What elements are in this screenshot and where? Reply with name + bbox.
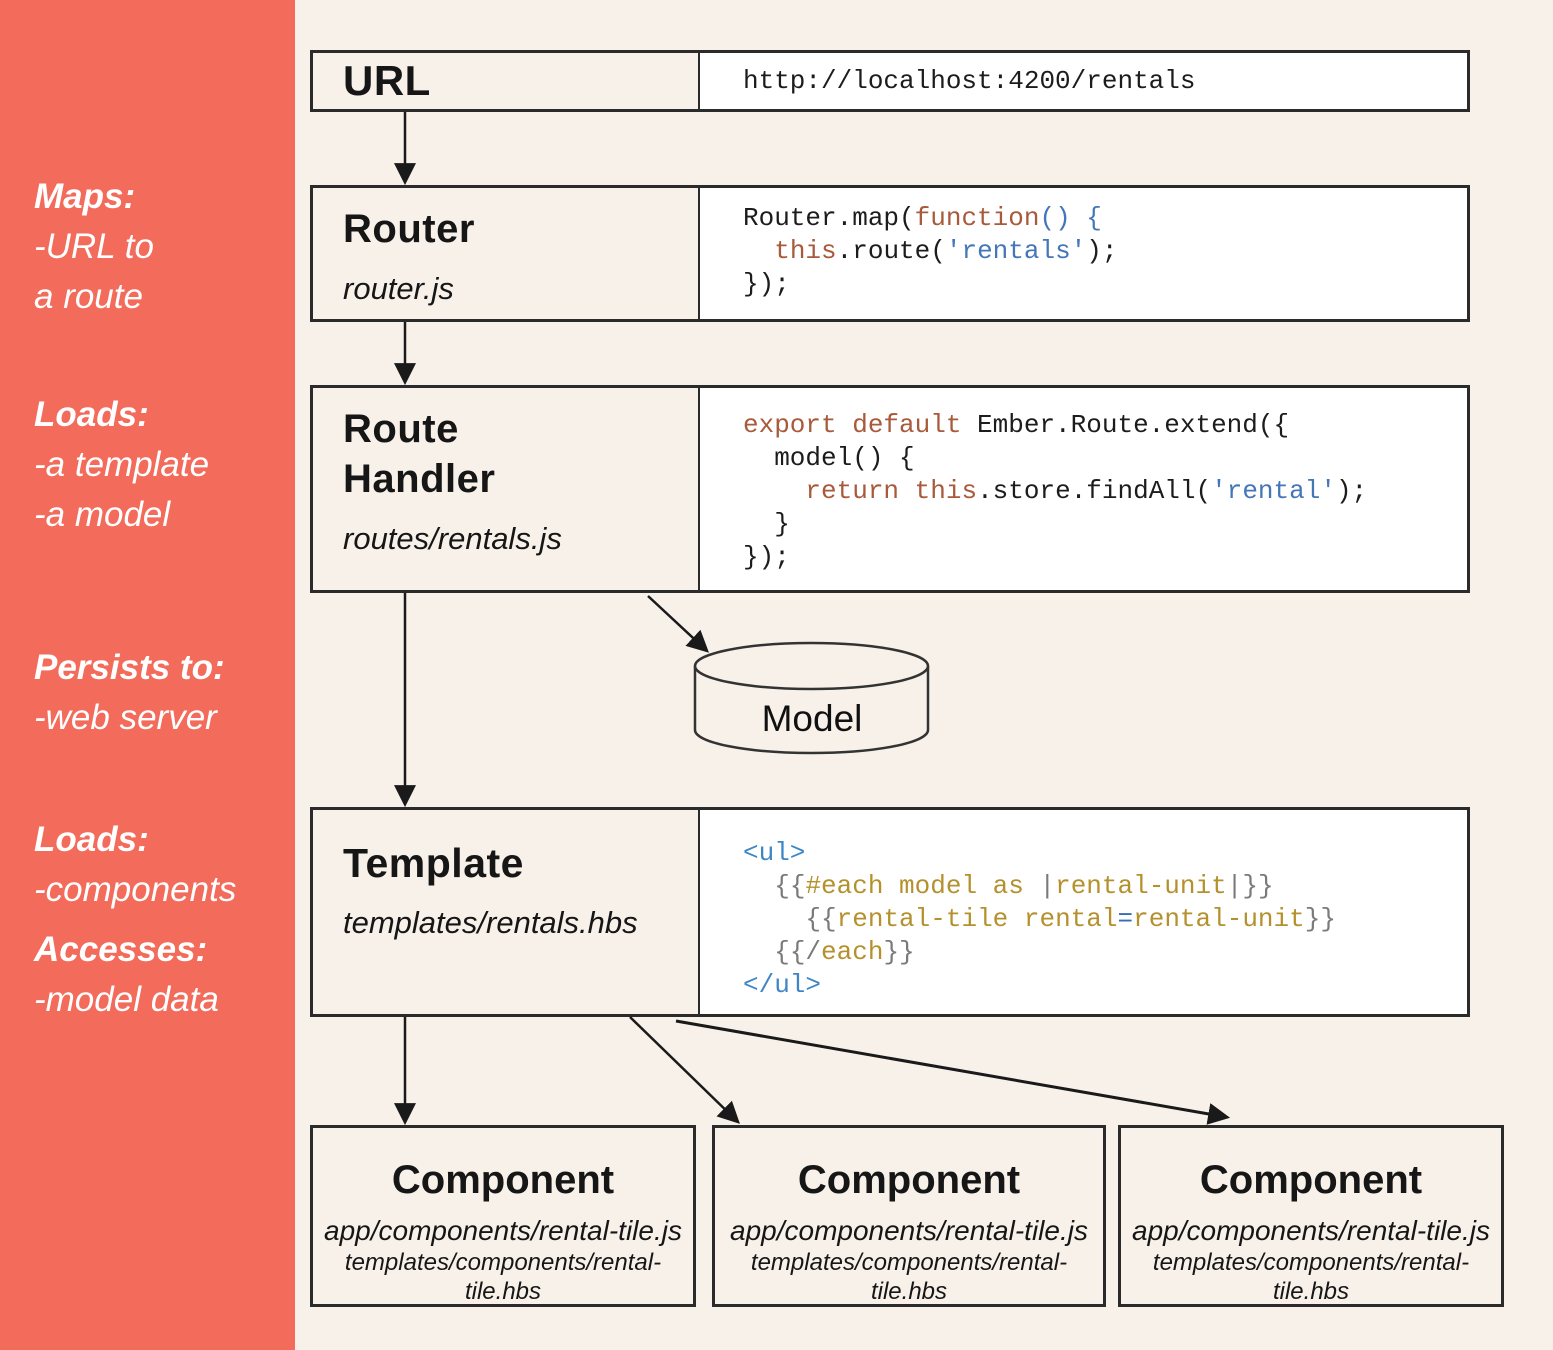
note-line: a route: [34, 277, 143, 316]
note-line: -components: [34, 870, 237, 909]
component-hbs-path: templates/components/rental-tile.hbs: [344, 1249, 662, 1305]
note-title: Loads:: [34, 820, 149, 859]
router-code: Router.map(function() { this.route('rent…: [700, 188, 1467, 319]
route-handler-code: export default Ember.Route.extend({ mode…: [700, 388, 1467, 590]
arrow-template-to-component-3: [675, 1019, 1231, 1125]
route-handler-title-line: Handler: [343, 457, 496, 501]
note-title: Persists to:: [34, 648, 225, 687]
component-js-path: app/components/rental-tile.js: [1132, 1215, 1490, 1246]
template-box-label: Template templates/rentals.hbs: [313, 810, 700, 1014]
template-box: Template templates/rentals.hbs <ul> {{#e…: [310, 807, 1470, 1017]
note-title: Accesses:: [34, 930, 208, 969]
component-title: Component: [797, 1158, 1021, 1202]
note-title: Loads:: [34, 395, 149, 434]
component-hbs-path: templates/components/rental-tile.hbs: [1152, 1249, 1470, 1305]
url-box: URL http://localhost:4200/rentals: [310, 50, 1470, 112]
arrow-template-to-component-2: [629, 1016, 740, 1124]
model-label: Model: [761, 698, 863, 739]
template-code: <ul> {{#each model as |rental-unit|}} {{…: [700, 810, 1467, 1014]
component-hbs-path: templates/components/rental-tile.hbs: [750, 1249, 1068, 1305]
note-line: -URL to: [34, 227, 154, 266]
note-persists: Persists to: -web server: [34, 643, 225, 743]
url-box-label: URL: [313, 53, 700, 109]
route-handler-title-line: Route: [343, 407, 459, 451]
arrow-route-handler-to-model: [647, 595, 710, 653]
route-handler-box-label: Route Handler routes/rentals.js: [313, 388, 700, 590]
component-box-1: Component app/components/rental-tile.js …: [310, 1125, 696, 1307]
route-handler-box: Route Handler routes/rentals.js export d…: [310, 385, 1470, 593]
router-box: Router router.js Router.map(function() {…: [310, 185, 1470, 322]
note-maps: Maps: -URL to a route: [34, 172, 154, 322]
router-box-title: Router: [343, 207, 475, 251]
component-box-2: Component app/components/rental-tile.js …: [712, 1125, 1106, 1307]
route-handler-box-title: Route Handler: [343, 404, 688, 504]
url-box-title: URL: [343, 57, 431, 104]
note-line: -a model: [34, 495, 171, 534]
note-line: -web server: [34, 698, 217, 737]
note-line: -model data: [34, 980, 219, 1019]
sidebar: Maps: -URL to a route Loads: -a template…: [0, 0, 295, 1350]
component-js-path: app/components/rental-tile.js: [730, 1215, 1088, 1246]
component-title: Component: [1199, 1158, 1423, 1202]
component-title: Component: [391, 1158, 615, 1202]
note-loads-route: Loads: -a template -a model: [34, 390, 209, 540]
url-value: http://localhost:4200/rentals: [700, 53, 1467, 109]
note-line: -a template: [34, 445, 210, 484]
note-title: Maps:: [34, 177, 136, 216]
component-js-path: app/components/rental-tile.js: [324, 1215, 682, 1246]
route-handler-box-filename: routes/rentals.js: [343, 521, 562, 556]
template-box-title: Template: [343, 840, 524, 886]
template-box-filename: templates/rentals.hbs: [343, 905, 638, 940]
note-accesses: Accesses: -model data: [34, 925, 219, 1025]
note-loads-components: Loads: -components: [34, 815, 236, 915]
component-box-3: Component app/components/rental-tile.js …: [1118, 1125, 1504, 1307]
router-box-filename: router.js: [343, 271, 454, 306]
router-box-label: Router router.js: [313, 188, 700, 319]
